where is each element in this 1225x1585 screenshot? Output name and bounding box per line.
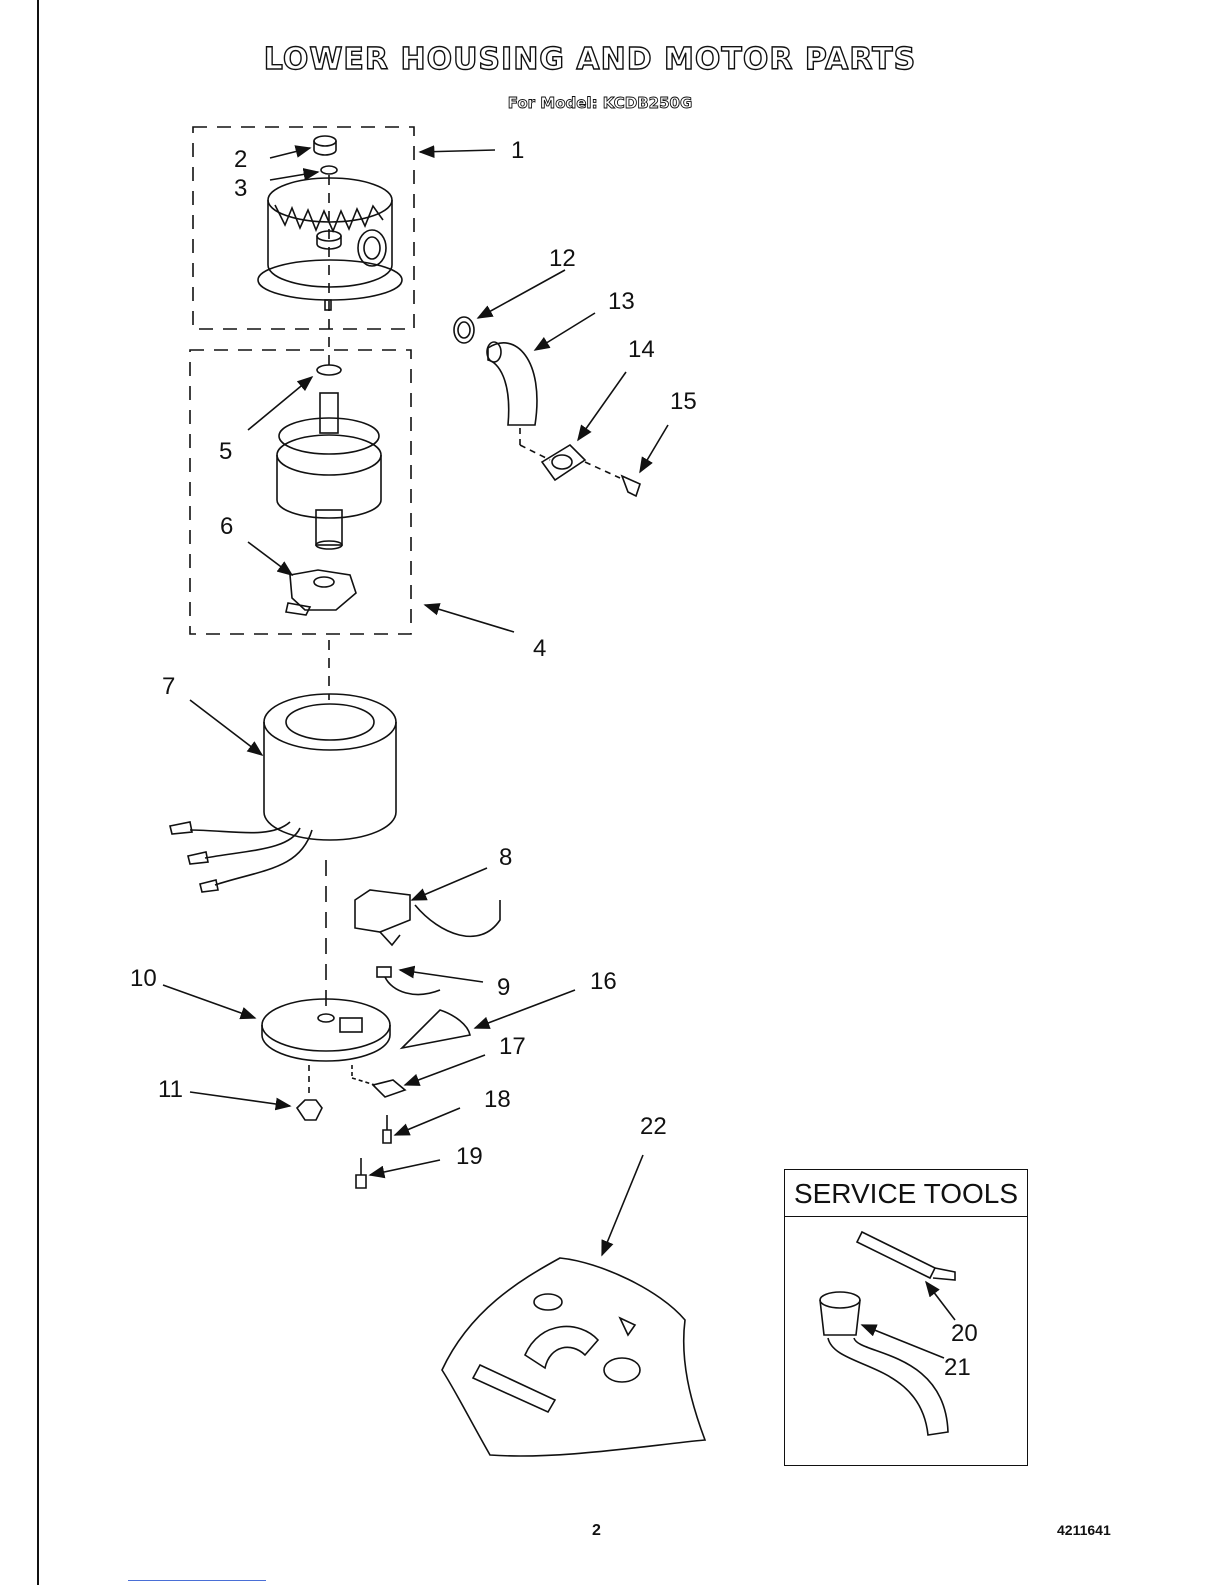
part-17-pad (373, 1080, 405, 1097)
callout-3: 3 (234, 177, 247, 201)
rotor-assembly (277, 393, 381, 549)
part-13-hose (488, 343, 537, 425)
callout-19: 19 (456, 1145, 483, 1169)
upper-housing (258, 178, 402, 310)
part-14-flange (542, 445, 585, 480)
callout-12: 12 (549, 247, 576, 271)
callout-15: 15 (670, 390, 697, 414)
callout-6: 6 (220, 515, 233, 539)
part-10-end-bell (262, 999, 390, 1061)
callout-16: 16 (590, 970, 617, 994)
part-8-switch (355, 890, 500, 945)
callout-4: 4 (533, 637, 546, 661)
callout-13: 13 (608, 290, 635, 314)
part-19-screw (356, 1158, 366, 1188)
service-tools-header: SERVICE TOOLS (785, 1170, 1027, 1217)
document-number: 4211641 (1057, 1522, 1111, 1538)
part-11-nut (297, 1100, 322, 1120)
callout-8: 8 (499, 846, 512, 870)
part-7-stator (170, 694, 396, 892)
callout-5: 5 (219, 440, 232, 464)
part-16-shield (402, 1010, 470, 1048)
callout-18: 18 (484, 1088, 511, 1112)
part-6-impeller (286, 570, 356, 615)
callout-14: 14 (628, 338, 655, 362)
part-18-screw (383, 1115, 391, 1143)
part-3-washer (321, 166, 337, 174)
part-15-bolt (622, 476, 640, 496)
part-5-washer (317, 365, 341, 375)
callout-2: 2 (234, 148, 247, 172)
part-12-gasket (454, 317, 474, 343)
callout-17: 17 (499, 1035, 526, 1059)
callout-11: 11 (158, 1078, 183, 1102)
callout-9: 9 (497, 976, 510, 1000)
rotor-group-box (190, 350, 411, 634)
page-number: 2 (592, 1522, 601, 1540)
callout-1: 1 (511, 139, 524, 163)
callout-22: 22 (640, 1115, 667, 1139)
callout-10: 10 (130, 967, 157, 991)
part-22-service-kit-bag (442, 1258, 705, 1456)
part-2-seal (314, 136, 336, 155)
callout-7: 7 (162, 675, 175, 699)
service-tools-box: SERVICE TOOLS (784, 1169, 1028, 1466)
